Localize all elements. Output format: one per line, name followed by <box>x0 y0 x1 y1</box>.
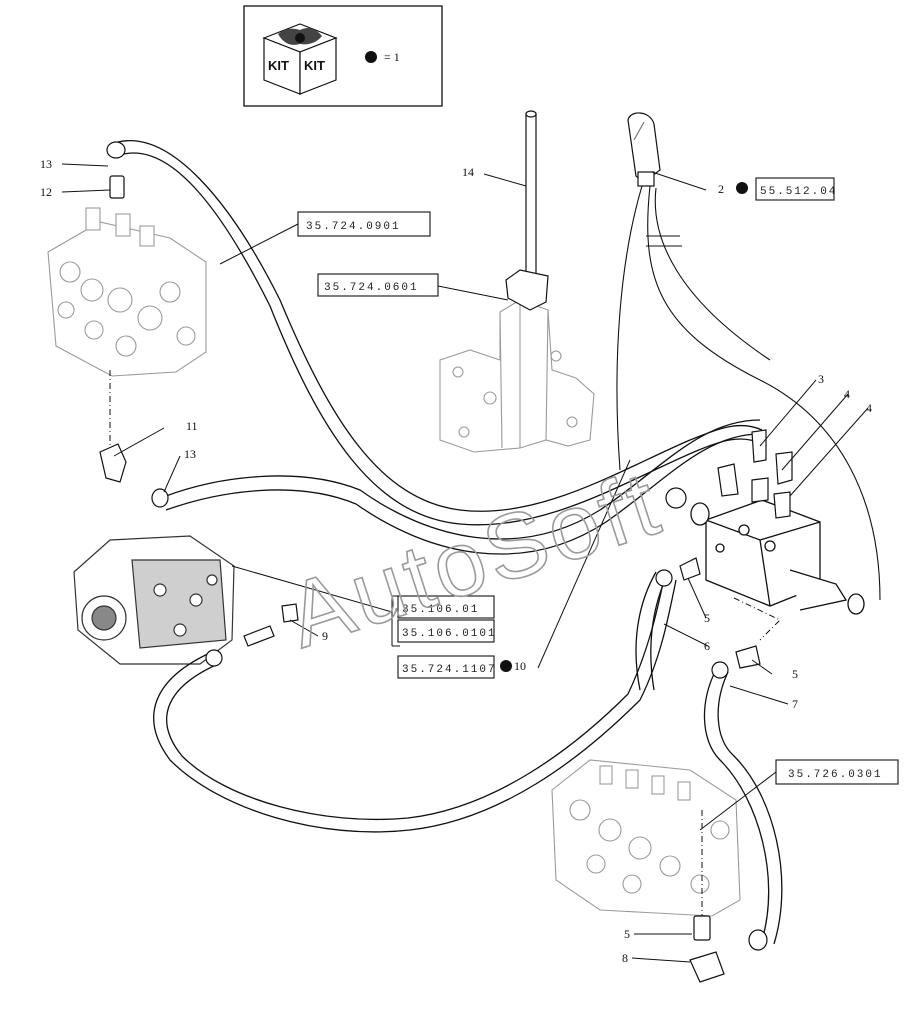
lever-bracket-ghost <box>439 299 595 453</box>
kit-legend: KIT KIT = 1 <box>243 5 443 107</box>
callout-12: 12 <box>40 185 52 199</box>
control-valve-bottom-right <box>551 759 741 917</box>
callout-4b: 4 <box>866 401 872 415</box>
callout-10: 10 <box>514 659 526 673</box>
ref-35-724-0601[interactable]: 35.724.0601 <box>317 273 439 297</box>
hose-6 <box>635 571 669 691</box>
kit-right-label: KIT <box>304 58 325 73</box>
callout-4a: 4 <box>844 387 850 401</box>
ref-55-512-04-label: 55.512.04 <box>760 186 837 198</box>
ref-35-724-0901[interactable]: 35.724.0901 <box>297 211 431 237</box>
pump-motor <box>73 535 235 665</box>
ref-35-106-01[interactable]: 35.106.01 <box>397 595 495 619</box>
callout-2: 2 <box>718 182 724 196</box>
hose-13-upper <box>117 140 763 526</box>
callout-14: 14 <box>462 165 474 179</box>
callout-7: 7 <box>792 697 798 711</box>
callout-8: 8 <box>622 951 628 965</box>
kit-dot-icon <box>736 182 748 194</box>
callouts: 13 12 14 2 3 4 4 11 13 9 10 5 6 5 7 5 8 <box>40 157 872 965</box>
callout-13-top: 13 <box>40 157 52 171</box>
ref-55-512-04[interactable]: 55.512.04 <box>755 177 837 201</box>
valve-block <box>690 499 865 615</box>
joystick-handle <box>627 112 661 187</box>
kit-box-icon: KIT KIT <box>262 23 338 95</box>
callout-9: 9 <box>322 629 328 643</box>
control-valve-top-left <box>47 207 207 377</box>
fittings <box>99 141 793 983</box>
callout-5c: 5 <box>624 927 630 941</box>
callout-5b: 5 <box>792 667 798 681</box>
ref-35-106-0101[interactable]: 35.106.0101 <box>397 619 497 643</box>
ref-35-724-0601-label: 35.724.0601 <box>324 282 419 294</box>
ref-35-724-1107-label: 35.724.1107 <box>402 664 497 676</box>
ref-35-106-0101-label: 35.106.0101 <box>402 628 497 640</box>
callout-11: 11 <box>186 419 198 433</box>
ref-35-724-0901-label: 35.724.0901 <box>306 221 401 233</box>
ref-35-724-1107[interactable]: 35.724.1107 <box>397 655 497 679</box>
centerline-block <box>733 597 781 641</box>
kit-dot-icon <box>500 660 512 672</box>
lever-rod <box>505 110 549 311</box>
hose-13-lower <box>165 419 761 555</box>
kit-dot-icon <box>365 51 377 63</box>
callout-3: 3 <box>818 372 824 386</box>
ref-35-726-0301[interactable]: 35.726.0301 <box>775 759 899 785</box>
ref-35-106-01-label: 35.106.01 <box>402 604 479 616</box>
callout-5a: 5 <box>704 611 710 625</box>
callout-6: 6 <box>704 639 710 653</box>
ref-35-726-0301-label: 35.726.0301 <box>788 769 883 781</box>
kit-left-label: KIT <box>268 58 289 73</box>
hose-7 <box>703 669 783 945</box>
electrical-cables <box>616 185 881 601</box>
callout-13-mid: 13 <box>184 447 196 461</box>
kit-equals-label: = 1 <box>384 50 400 64</box>
leader-lines <box>61 163 869 963</box>
